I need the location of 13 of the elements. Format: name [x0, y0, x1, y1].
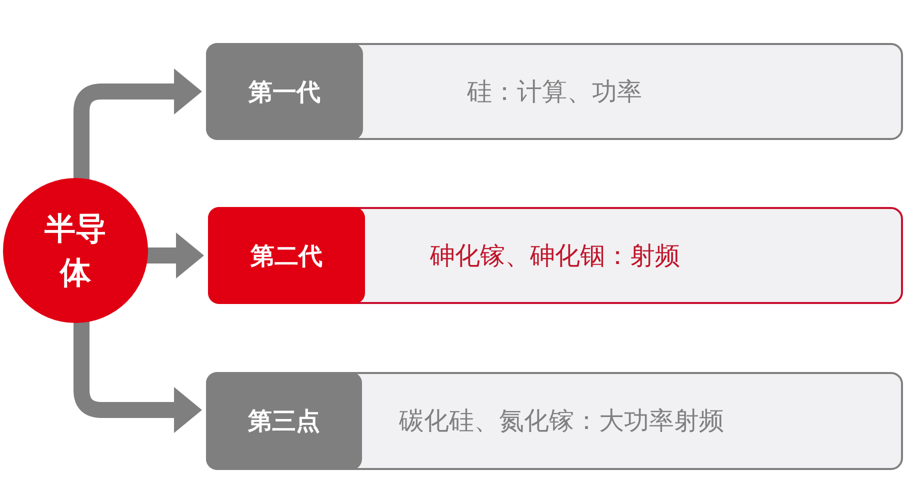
label-tab: 第二代 — [208, 207, 365, 304]
rounded-box — [206, 372, 903, 470]
arrow — [146, 232, 204, 278]
circle-node: 半导体 — [3, 178, 148, 323]
label-tab: 第三点 — [206, 372, 362, 470]
rounded-box — [206, 43, 903, 140]
arrow — [74, 68, 202, 180]
arrow — [74, 320, 202, 433]
description-text: 硅：计算、功率 — [467, 76, 642, 108]
description-text: 碳化硅、氮化镓：大功率射频 — [399, 405, 724, 437]
rounded-box — [208, 207, 903, 304]
description-text: 砷化镓、砷化铟：射频 — [430, 240, 680, 272]
label-tab: 第一代 — [206, 43, 363, 140]
